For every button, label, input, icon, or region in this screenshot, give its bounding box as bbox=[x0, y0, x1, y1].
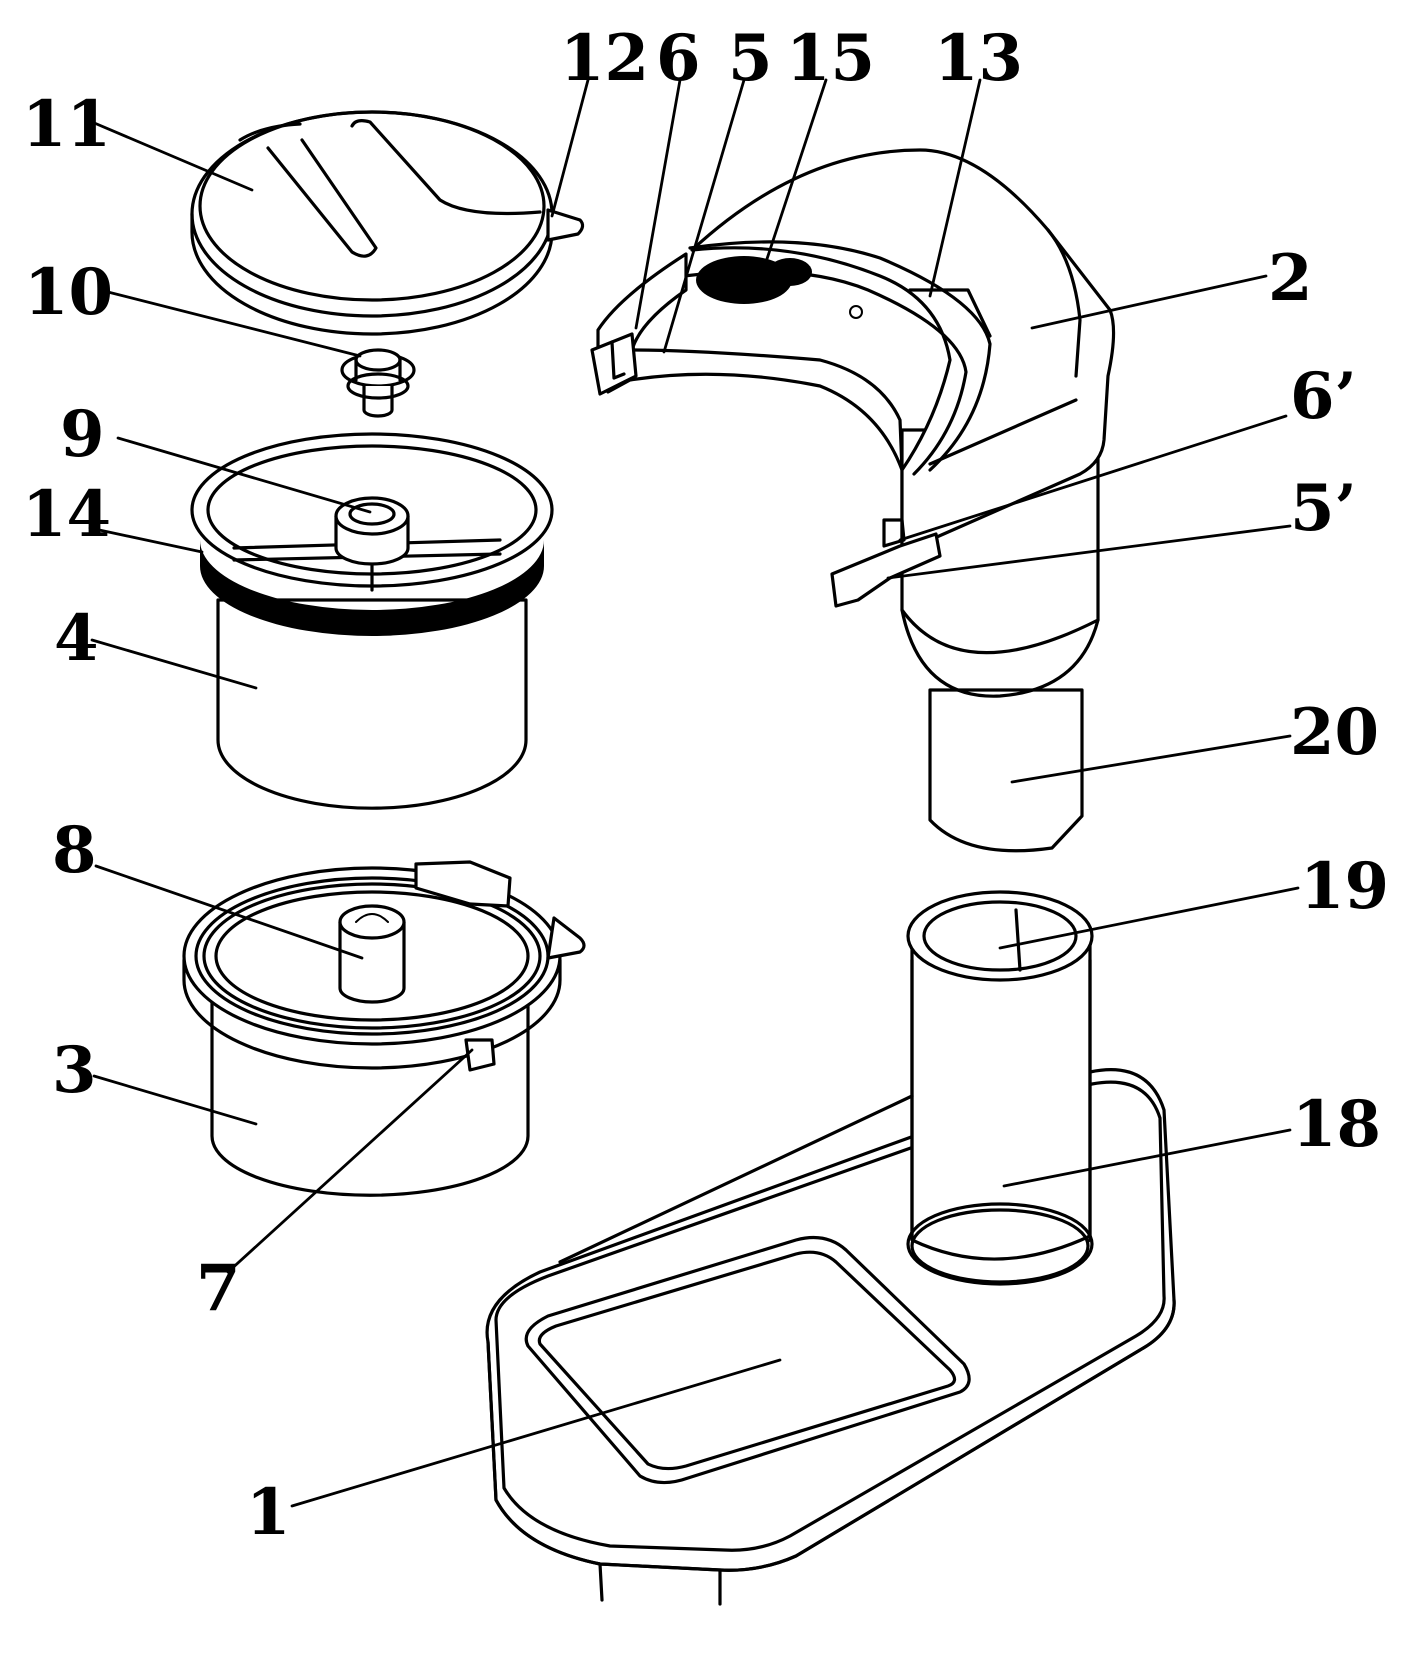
label-3: 3 bbox=[52, 1033, 97, 1108]
label-18: 18 bbox=[1292, 1087, 1381, 1162]
part-labels: 11 12 10 9 14 4 8 3 7 1 6 5 15 13 2 6’ 5… bbox=[22, 21, 1389, 1550]
part-10-plug bbox=[340, 348, 416, 418]
label-9: 9 bbox=[60, 397, 105, 472]
label-7: 7 bbox=[196, 1251, 241, 1326]
label-4: 4 bbox=[54, 601, 99, 676]
label-6: 6 bbox=[656, 21, 701, 96]
label-15: 15 bbox=[786, 21, 875, 96]
part-2-arm bbox=[590, 148, 1116, 853]
part-1-base bbox=[485, 890, 1176, 1606]
label-1: 1 bbox=[246, 1475, 291, 1550]
leader-lines bbox=[88, 78, 1300, 1508]
label-12: 12 bbox=[560, 21, 649, 96]
label-19: 19 bbox=[1300, 849, 1389, 924]
label-20: 20 bbox=[1290, 695, 1379, 770]
label-5-prime: 5’ bbox=[1290, 471, 1357, 546]
label-10: 10 bbox=[24, 255, 113, 330]
label-6-prime: 6’ bbox=[1290, 359, 1357, 434]
label-2: 2 bbox=[1268, 241, 1313, 316]
part-3-bowl bbox=[182, 860, 586, 1197]
label-8: 8 bbox=[52, 813, 97, 888]
label-14: 14 bbox=[22, 477, 111, 552]
label-13: 13 bbox=[934, 21, 1023, 96]
part-4-bowl bbox=[190, 432, 554, 810]
label-11: 11 bbox=[22, 87, 111, 162]
part-11-lid bbox=[190, 110, 585, 336]
label-5: 5 bbox=[728, 21, 773, 96]
